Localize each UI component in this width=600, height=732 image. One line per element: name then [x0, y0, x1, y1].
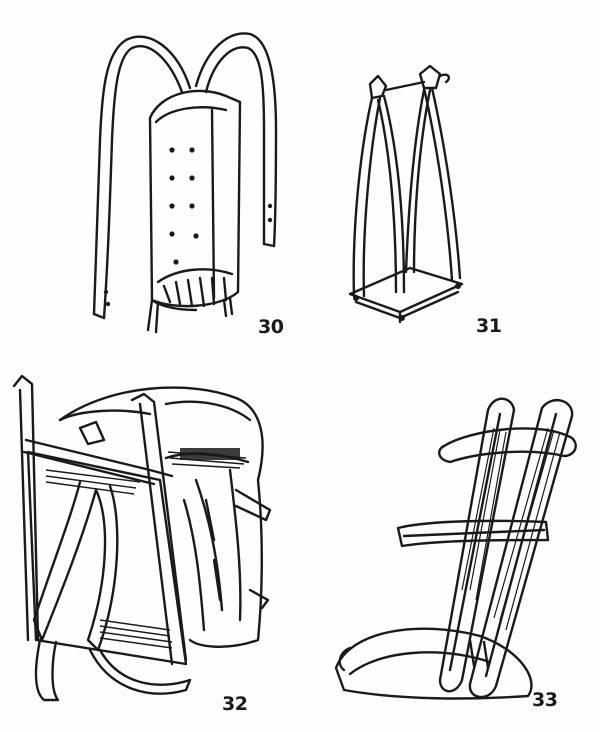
figure-number-33: 33	[532, 689, 558, 711]
figure-number-30: 30	[258, 316, 284, 338]
figure-number-31: 31	[476, 315, 502, 337]
figure-number-32: 32	[222, 693, 248, 715]
